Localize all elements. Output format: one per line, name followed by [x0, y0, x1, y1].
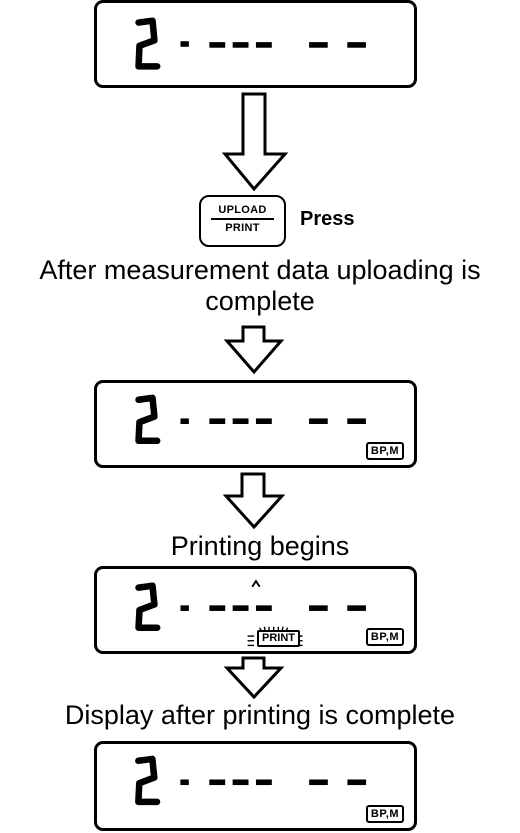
key-top-label: UPLOAD	[218, 204, 267, 216]
lcd-display-after-printing: BP,M	[94, 741, 417, 831]
seven-segment-digit-2	[135, 17, 161, 70]
press-label: Press	[300, 208, 355, 230]
down-arrow-icon	[224, 325, 284, 375]
caret-icon	[251, 579, 261, 588]
lcd-digits-after-printing	[135, 755, 367, 806]
print-indicator: PRINT	[257, 630, 300, 647]
caption-printing-begins: Printing begins	[170, 531, 350, 561]
seven-segment-digit-2	[135, 755, 161, 806]
down-arrow-icon	[222, 92, 288, 192]
bpm-indicator: BP,M	[365, 805, 404, 823]
key-divider	[211, 218, 274, 220]
dash-segments	[180, 418, 366, 424]
caption-upload-complete: After measurement data uploading is comp…	[39, 255, 481, 316]
bpm-indicator: BP,M	[365, 628, 404, 646]
key-bottom-label: PRINT	[225, 222, 260, 234]
seven-segment-digit-2	[135, 582, 161, 631]
caption-after-printing: Display after printing is complete	[64, 700, 456, 730]
bpm-indicator: BP,M	[365, 442, 404, 460]
dash-segments	[180, 779, 367, 786]
lcd-display-initial	[94, 0, 417, 88]
down-arrow-icon	[224, 656, 284, 700]
upload-print-key[interactable]: UPLOAD PRINT	[199, 195, 286, 247]
lcd-display-upload-complete: BP,M	[94, 380, 417, 468]
lcd-display-printing: PRINT BP,M	[94, 566, 417, 654]
seven-segment-digit-2	[135, 394, 161, 445]
dash-segments	[180, 605, 366, 611]
dash-segments	[180, 41, 366, 48]
lcd-digits-initial	[135, 17, 366, 70]
down-arrow-icon	[223, 472, 285, 530]
lcd-digits-upload-complete	[135, 394, 366, 445]
